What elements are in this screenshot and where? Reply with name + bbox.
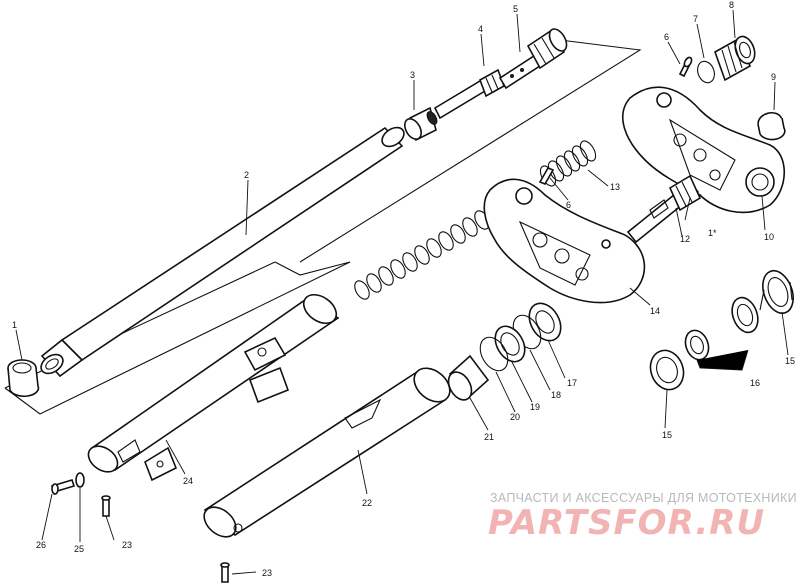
label-7: 7 — [693, 14, 698, 24]
callout-lines — [15, 9, 789, 575]
part-25-washer — [75, 472, 85, 488]
part-14-lower-triple-clamp — [483, 178, 646, 304]
part-16-bearing-lower — [684, 329, 710, 361]
part-2-fork-tube — [40, 126, 405, 378]
label-3: 3 — [410, 70, 415, 80]
label-1: 1 — [12, 320, 17, 330]
label-19: 19 — [530, 402, 540, 412]
part-3-spacer — [404, 106, 438, 142]
label-15-left: 15 — [662, 430, 672, 440]
part-21-guide-bushing — [447, 354, 490, 401]
label-17: 17 — [567, 378, 577, 388]
part-16-bearing-upper — [731, 296, 759, 334]
part-24-lower-slider — [87, 293, 340, 482]
part-10-upper-triple-clamp — [621, 86, 785, 214]
label-18: 18 — [551, 390, 561, 400]
part-7-circlip — [697, 60, 715, 84]
label-22: 22 — [362, 498, 372, 508]
part-4-damper-rod — [433, 68, 505, 120]
watermark-tagline: ЗАПЧАСТИ И АКСЕССУАРЫ ДЛЯ МОТОТЕХНИКИ — [490, 491, 797, 505]
callout-numbers: 1 2 3 4 5 6 7 8 9 10 12 1* 13 6 14 15 16… — [12, 0, 795, 578]
part-5-rod-nut — [498, 28, 568, 90]
label-5: 5 — [513, 4, 518, 14]
part-6-top-bolt — [678, 56, 693, 78]
part-12-stem — [626, 174, 702, 244]
label-26: 26 — [36, 540, 46, 550]
label-25: 25 — [74, 544, 84, 554]
label-4: 4 — [478, 24, 483, 34]
label-23-upper: 23 — [122, 540, 132, 550]
label-2: 2 — [244, 170, 249, 180]
label-21: 21 — [484, 432, 494, 442]
part-15-bearing-race-left — [649, 349, 685, 391]
label-9: 9 — [771, 72, 776, 82]
label-14: 14 — [650, 306, 660, 316]
label-6-lower: 6 — [566, 200, 571, 210]
part-8-stem-nut — [714, 35, 756, 82]
part-26-bolt — [50, 479, 76, 495]
label-20: 20 — [510, 412, 520, 422]
part-6-lower-bolt — [538, 166, 555, 186]
part-17-dust-seal — [528, 302, 562, 342]
watermark: ЗАПЧАСТИ И АКСЕССУАРЫ ДЛЯ МОТОТЕХНИКИ PA… — [488, 491, 797, 543]
part-23-bolt-upper — [101, 495, 111, 517]
label-15-right: 15 — [785, 356, 795, 366]
label-23-lower: 23 — [262, 568, 272, 578]
label-13: 13 — [610, 182, 620, 192]
label-24: 24 — [183, 476, 193, 486]
part-15-bearing-race-right — [759, 269, 794, 315]
label-10: 10 — [764, 232, 774, 242]
part-1-bushing — [7, 359, 40, 398]
part-9-cap — [757, 111, 786, 141]
label-16: 16 — [750, 378, 760, 388]
part-19-oil-seal — [494, 325, 526, 363]
part-22-lower-slider — [203, 367, 451, 538]
part-23-bolt-lower — [220, 562, 230, 583]
label-6-top: 6 — [664, 32, 669, 42]
part-20-washer — [479, 336, 509, 372]
label-12: 12 — [680, 234, 690, 244]
label-1-star: 1* — [708, 228, 717, 238]
label-8: 8 — [729, 0, 734, 10]
watermark-brand: PARTSFOR.RU — [488, 503, 765, 543]
